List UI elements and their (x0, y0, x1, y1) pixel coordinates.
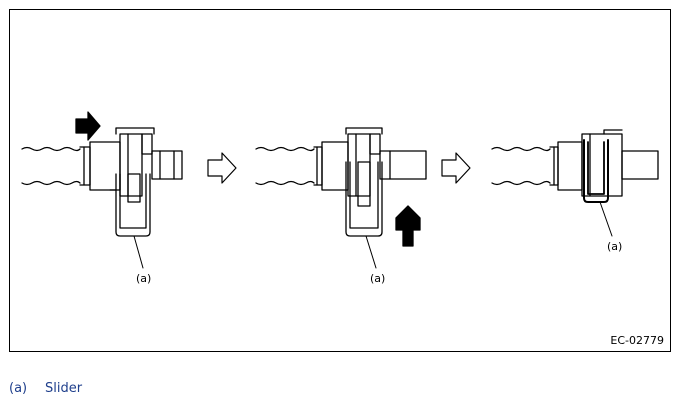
callout-label: (a) (370, 272, 385, 285)
hose-wavy-top-2 (255, 146, 315, 152)
callout-label: (a) (607, 240, 622, 253)
legend-text: Slider (45, 381, 83, 396)
push-arrow-up-icon (395, 205, 421, 247)
step-arrow-right-icon (207, 152, 237, 184)
hose-wavy-bottom-2 (255, 180, 315, 186)
figure-code: EC-02779 (610, 334, 664, 347)
slider-3 (583, 139, 609, 203)
slider-1 (115, 173, 151, 237)
hose-wavy-bottom-1 (21, 180, 81, 186)
step-1-assembly (21, 111, 183, 269)
connector-illustration: (a) (a) (a) (21, 111, 659, 285)
step-2-assembly (255, 127, 427, 269)
slider-2 (345, 161, 383, 237)
callout-label: (a) (136, 272, 151, 285)
step-3-assembly (491, 129, 659, 237)
hose-wavy-bottom-3 (491, 180, 551, 186)
hose-wavy-top-1 (21, 146, 81, 152)
legend-symbol: (a) (9, 381, 28, 396)
legend-row: (a) Slider (9, 381, 82, 396)
push-arrow-right-icon (75, 111, 101, 141)
step-arrow-right-icon (441, 152, 471, 184)
hose-wavy-top-3 (491, 146, 551, 152)
diagram-frame: (a) (a) (a) EC-02779 (9, 9, 671, 352)
